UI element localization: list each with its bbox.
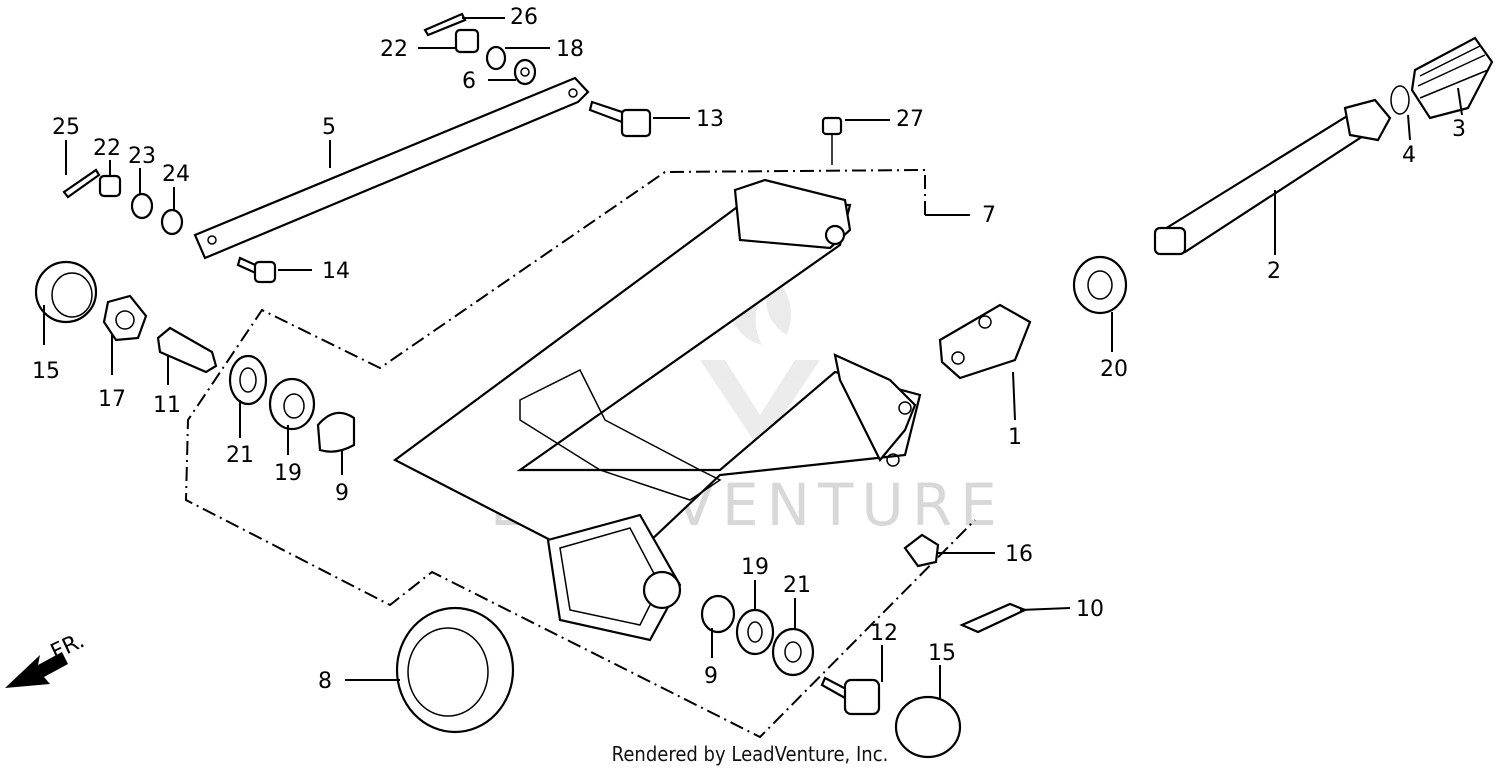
leader-lines xyxy=(43,17,1463,698)
right-parts xyxy=(903,36,1494,634)
callout-24: 24 xyxy=(162,162,190,187)
callout-15b: 15 xyxy=(928,641,956,666)
callout-15: 15 xyxy=(32,359,60,384)
callout-25: 25 xyxy=(52,115,80,140)
assembly-outline xyxy=(184,168,976,739)
callout-27: 27 xyxy=(896,107,924,132)
callout-6: 6 xyxy=(462,69,476,94)
callout-14: 14 xyxy=(322,259,350,284)
callout-22: 22 xyxy=(380,37,408,62)
callout-7: 7 xyxy=(982,203,996,228)
callout-26: 26 xyxy=(510,5,538,30)
callout-18: 18 xyxy=(556,37,584,62)
callout-19b: 19 xyxy=(741,555,769,580)
callout-17: 17 xyxy=(98,387,126,412)
callout-23: 23 xyxy=(128,144,156,169)
callout-11: 11 xyxy=(153,393,181,418)
callout-16: 16 xyxy=(1005,542,1033,567)
callout-22b: 22 xyxy=(93,136,121,161)
front-direction-arrow: FR. xyxy=(5,628,88,688)
callout-21: 21 xyxy=(226,443,254,468)
left-parts xyxy=(34,260,356,453)
callout-10: 10 xyxy=(1076,597,1104,622)
callout-9: 9 xyxy=(335,481,349,506)
callout-21b: 21 xyxy=(783,573,811,598)
part-5-rod xyxy=(193,76,590,260)
callout-8: 8 xyxy=(318,669,332,694)
callout-9b: 9 xyxy=(704,664,718,689)
callout-12: 12 xyxy=(870,621,898,646)
callout-1: 1 xyxy=(1008,425,1022,450)
callout-20: 20 xyxy=(1100,357,1128,382)
swingarm xyxy=(392,178,922,642)
callout-4: 4 xyxy=(1402,143,1416,168)
callout-2: 2 xyxy=(1267,259,1281,284)
callout-5: 5 xyxy=(322,115,336,140)
callout-labels: 26 22 18 6 13 5 27 25 22 23 24 7 14 3 4 … xyxy=(32,5,1466,694)
hardware-parts xyxy=(62,12,843,284)
bottom-parts xyxy=(395,594,962,759)
callout-3: 3 xyxy=(1452,117,1466,142)
callout-13: 13 xyxy=(696,107,724,132)
footer-credit: Rendered by LeadVenture, Inc. xyxy=(611,742,889,766)
callout-19: 19 xyxy=(274,461,302,486)
